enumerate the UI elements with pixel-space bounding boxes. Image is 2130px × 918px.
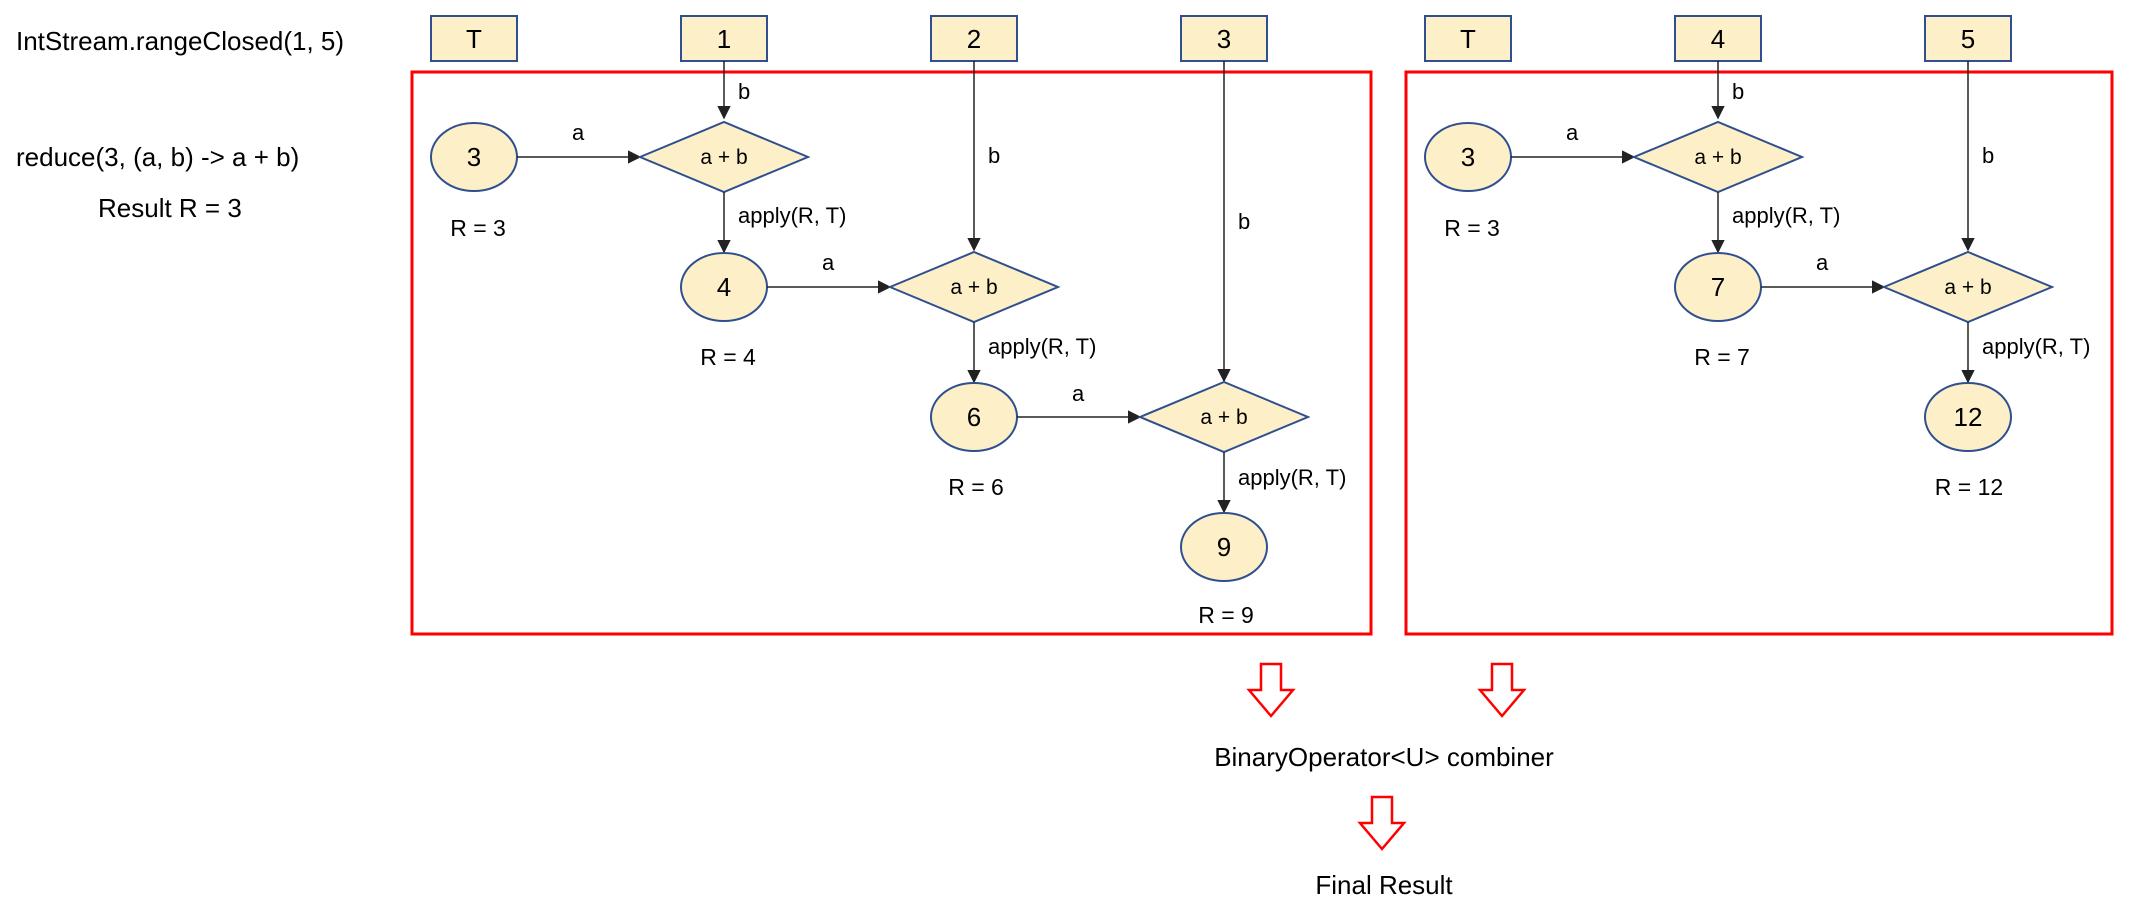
left-edge-apply1-label: apply(R, T) xyxy=(738,203,846,228)
left-step-node-3 xyxy=(1180,512,1268,582)
final-result-label: Final Result xyxy=(1315,870,1453,900)
right-add-diamond-2-label: a + b xyxy=(1944,276,1991,299)
left-token-T: T xyxy=(430,15,518,62)
left-edge-b3-label: b xyxy=(1238,209,1250,234)
right-step-node-2 xyxy=(1924,382,2012,452)
left-add-diamond-3 xyxy=(1137,380,1311,454)
left-edge-apply3-label: apply(R, T) xyxy=(1238,465,1346,490)
combiner-label: BinaryOperator<U> combiner xyxy=(1214,742,1554,772)
combine-arrow-right xyxy=(1477,662,1527,718)
left-edge-b2-label: b xyxy=(988,143,1000,168)
right-step-node-1-result: R = 7 xyxy=(1694,344,1750,370)
left-add-diamond-3-label: a + b xyxy=(1200,406,1247,429)
left-token-1: 1 xyxy=(680,15,768,62)
right-token-4: 4 xyxy=(1674,15,1762,62)
right-token-4-label: 4 xyxy=(1711,24,1725,54)
right-edge-apply1-label: apply(R, T) xyxy=(1732,203,1840,228)
right-step-node-2-value: 12 xyxy=(1954,402,1983,432)
left-add-diamond-1 xyxy=(637,120,811,194)
initial-result-label: Result R = 3 xyxy=(98,193,242,223)
right-step-node-2-result: R = 12 xyxy=(1935,474,2003,500)
left-token-2: 2 xyxy=(930,15,1018,62)
left-step-node-2-value: 6 xyxy=(967,402,981,432)
left-token-1-label: 1 xyxy=(717,24,731,54)
right-partition-frame xyxy=(1404,70,2114,636)
left-edge-a2-label: a xyxy=(822,250,835,275)
final-arrow xyxy=(1357,795,1407,851)
left-add-diamond-1-label: a + b xyxy=(700,146,747,169)
right-token-T: T xyxy=(1424,15,1512,62)
right-step-node-1-value: 7 xyxy=(1711,272,1725,302)
left-edge-apply2-label: apply(R, T) xyxy=(988,334,1096,359)
reduce-call-label: reduce(3, (a, b) -> a + b) xyxy=(16,142,299,172)
left-token-3-label: 3 xyxy=(1217,24,1231,54)
left-step-node-1-value: 4 xyxy=(717,272,731,302)
stream-source-label: IntStream.rangeClosed(1, 5) xyxy=(16,26,344,56)
left-partition-frame xyxy=(410,70,1373,636)
left-token-2-label: 2 xyxy=(967,24,981,54)
left-add-diamond-2 xyxy=(887,250,1061,324)
right-token-5: 5 xyxy=(1924,15,2012,62)
left-edge-a1-label: a xyxy=(572,120,585,145)
right-identity-result: R = 3 xyxy=(1444,215,1500,241)
left-identity-value: 3 xyxy=(467,142,481,172)
left-step-node-3-result: R = 9 xyxy=(1198,602,1254,628)
left-edge-b1-label: b xyxy=(738,79,750,104)
right-add-diamond-1-label: a + b xyxy=(1694,146,1741,169)
left-edge-a3-label: a xyxy=(1072,381,1085,406)
right-edge-b1-label: b xyxy=(1732,79,1744,104)
right-edge-a1-label: a xyxy=(1566,120,1579,145)
left-step-node-1-result: R = 4 xyxy=(700,344,756,370)
left-token-T-label: T xyxy=(466,24,482,54)
right-edge-apply2-label: apply(R, T) xyxy=(1982,334,2090,359)
right-token-T-label: T xyxy=(1460,24,1476,54)
left-add-diamond-2-label: a + b xyxy=(950,276,997,299)
right-add-diamond-1 xyxy=(1631,120,1805,194)
combine-arrow-left xyxy=(1246,662,1296,718)
right-add-diamond-2 xyxy=(1881,250,2055,324)
right-identity-value: 3 xyxy=(1461,142,1475,172)
left-step-node-2-result: R = 6 xyxy=(948,474,1004,500)
left-identity-result: R = 3 xyxy=(450,215,506,241)
left-token-3: 3 xyxy=(1180,15,1268,62)
right-edge-b2-label: b xyxy=(1982,143,1994,168)
right-edge-a2-label: a xyxy=(1816,250,1829,275)
right-token-5-label: 5 xyxy=(1961,24,1975,54)
left-step-node-3-value: 9 xyxy=(1217,532,1231,562)
